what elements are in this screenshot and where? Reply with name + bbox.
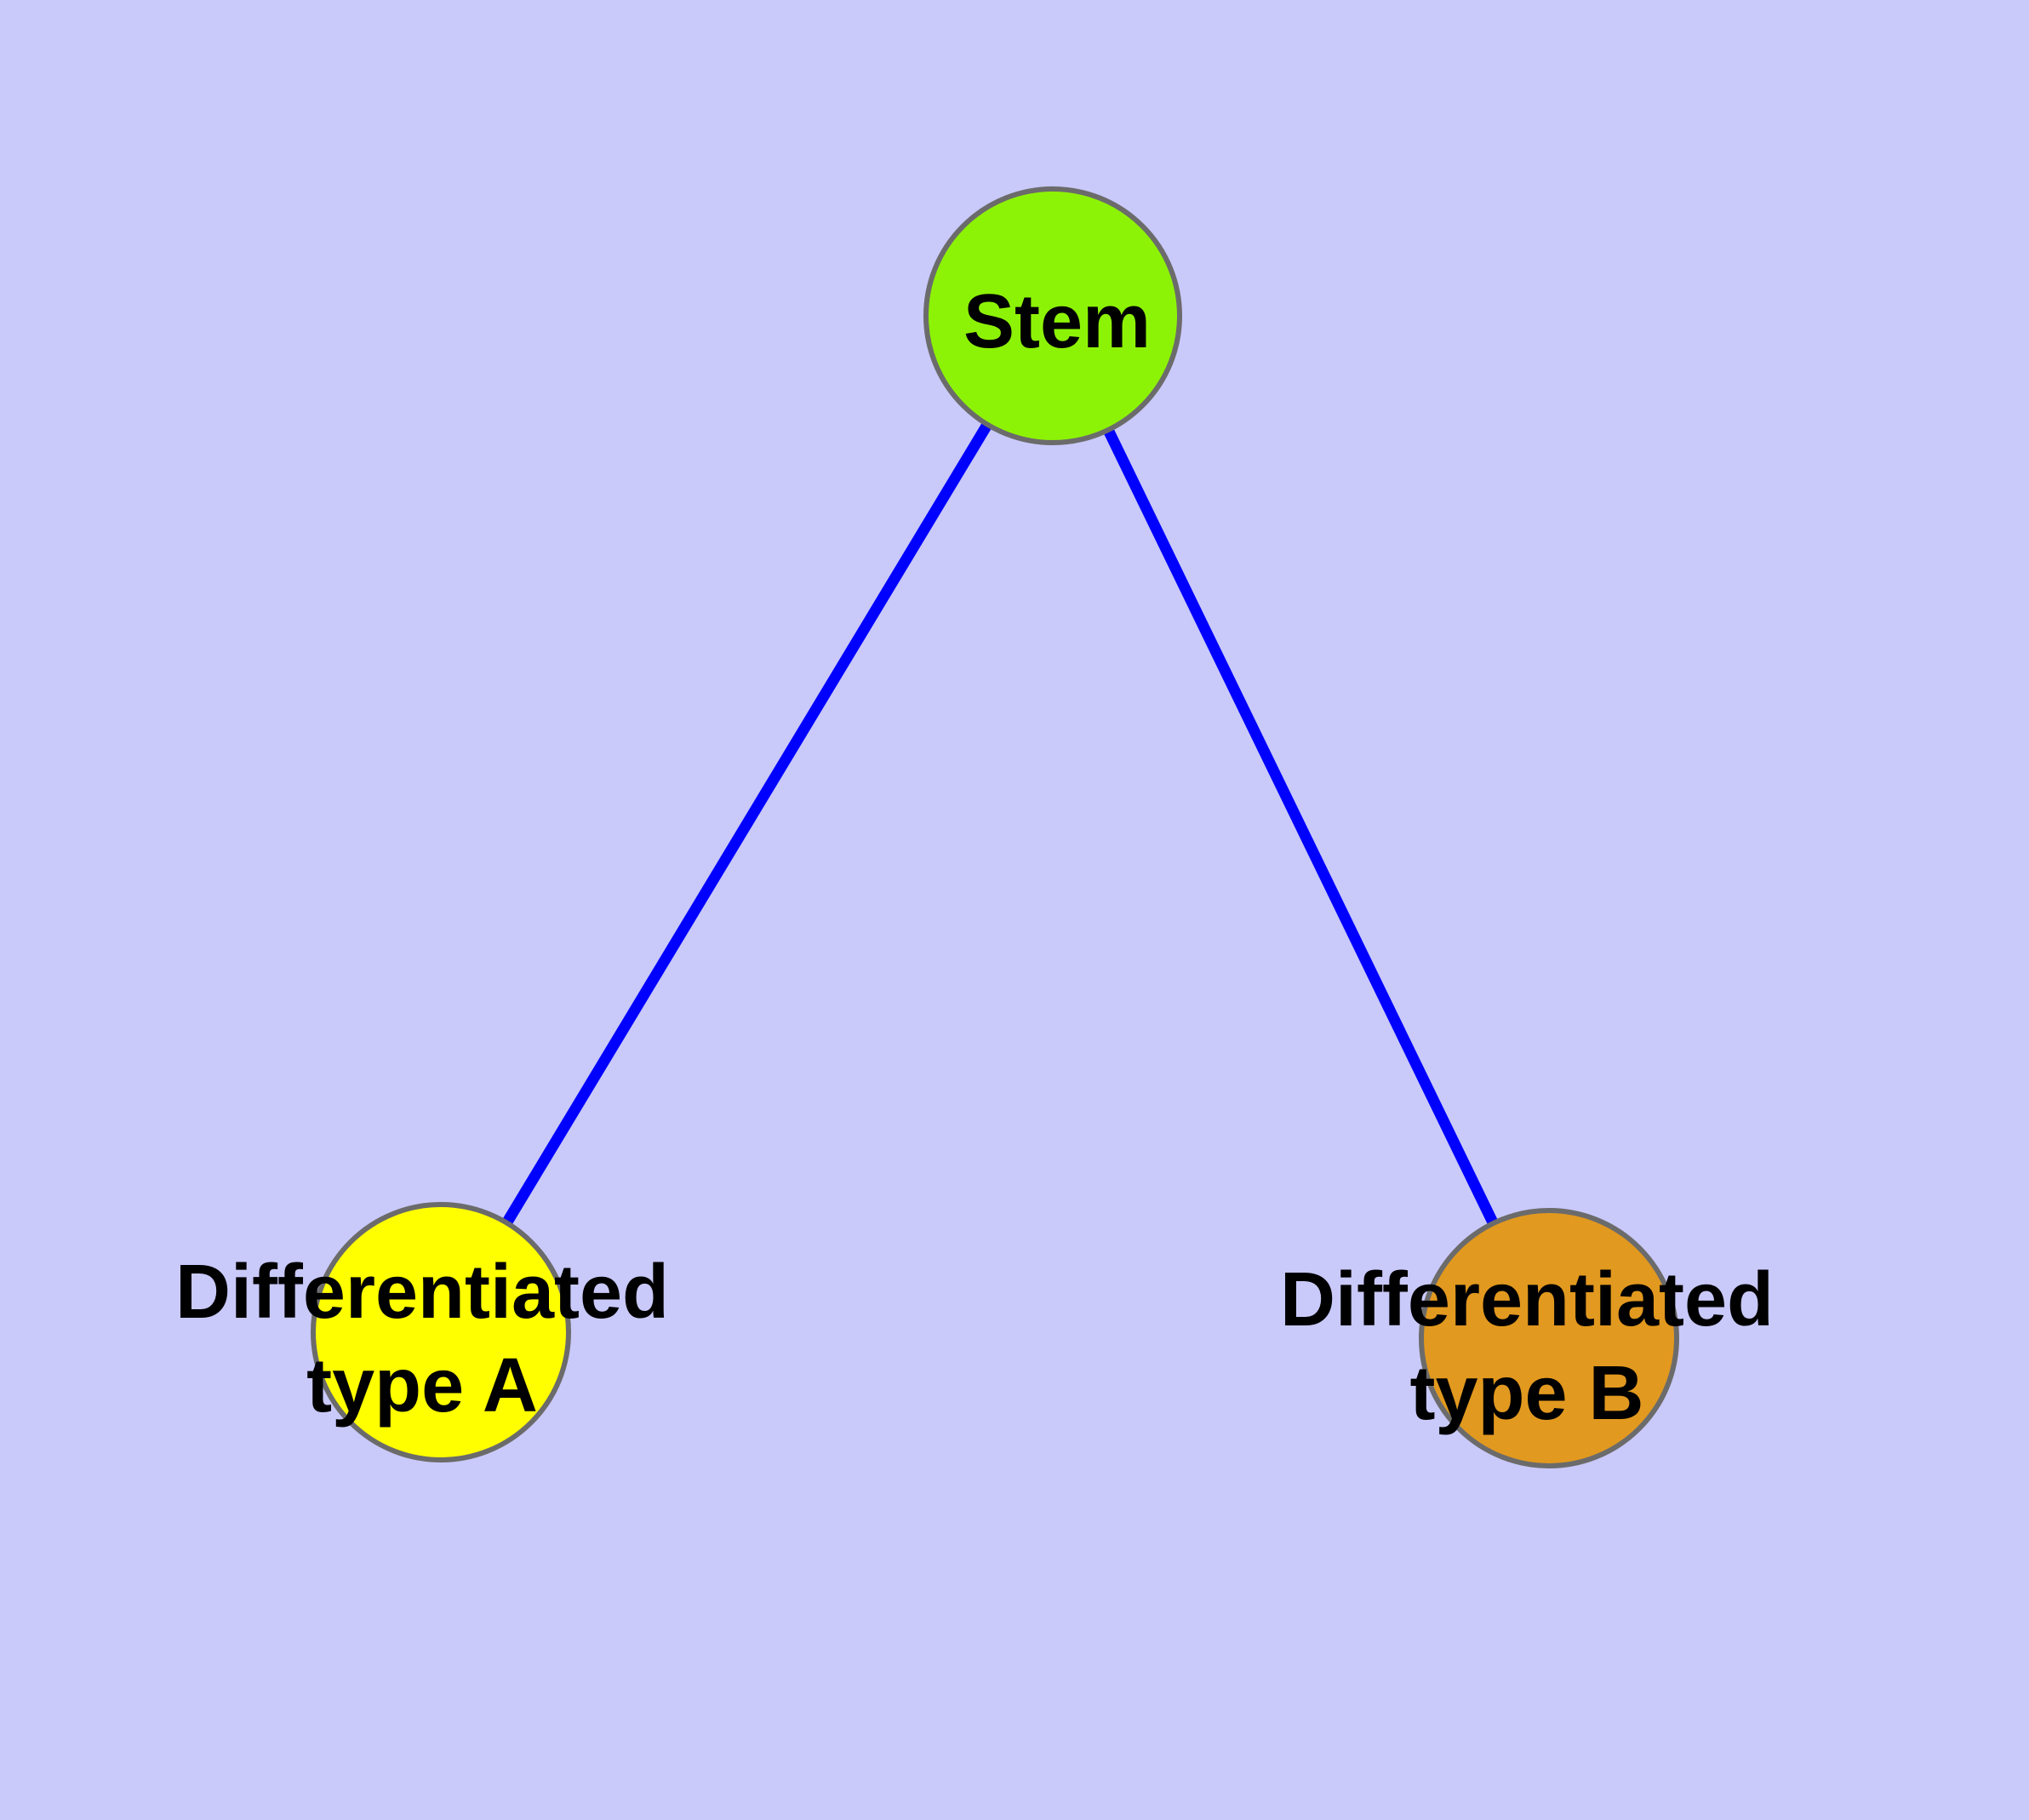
node-differentiated-type-a[interactable]	[311, 1202, 571, 1462]
edge-stem-to-type-a	[436, 312, 1058, 1336]
node-differentiated-type-b[interactable]	[1419, 1208, 1679, 1468]
edge-stem-to-type-b	[1048, 313, 1554, 1341]
node-stem[interactable]	[923, 186, 1182, 445]
